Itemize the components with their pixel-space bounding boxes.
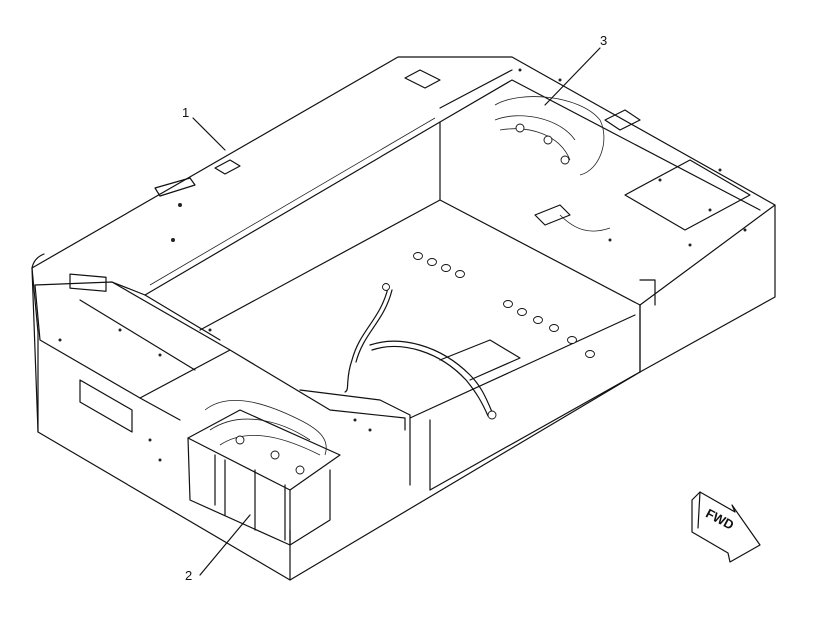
callout-leaders bbox=[192, 47, 601, 576]
right-deck-plates bbox=[154, 69, 761, 231]
frame-outline bbox=[31, 56, 776, 581]
callout-1: 1 bbox=[182, 105, 189, 120]
battery-cable bbox=[344, 283, 521, 420]
battery-box-panel bbox=[289, 389, 411, 546]
battery-assembly bbox=[187, 399, 341, 546]
left-deck-plates bbox=[34, 273, 406, 433]
wiring-harness bbox=[494, 96, 611, 232]
floor-holes bbox=[413, 252, 595, 358]
callout-2: 2 bbox=[185, 568, 192, 583]
callout-3: 3 bbox=[600, 33, 607, 48]
forward-arrow-icon: FWD bbox=[691, 491, 761, 563]
floor-pan bbox=[144, 117, 641, 491]
bolt-dots bbox=[58, 68, 747, 462]
